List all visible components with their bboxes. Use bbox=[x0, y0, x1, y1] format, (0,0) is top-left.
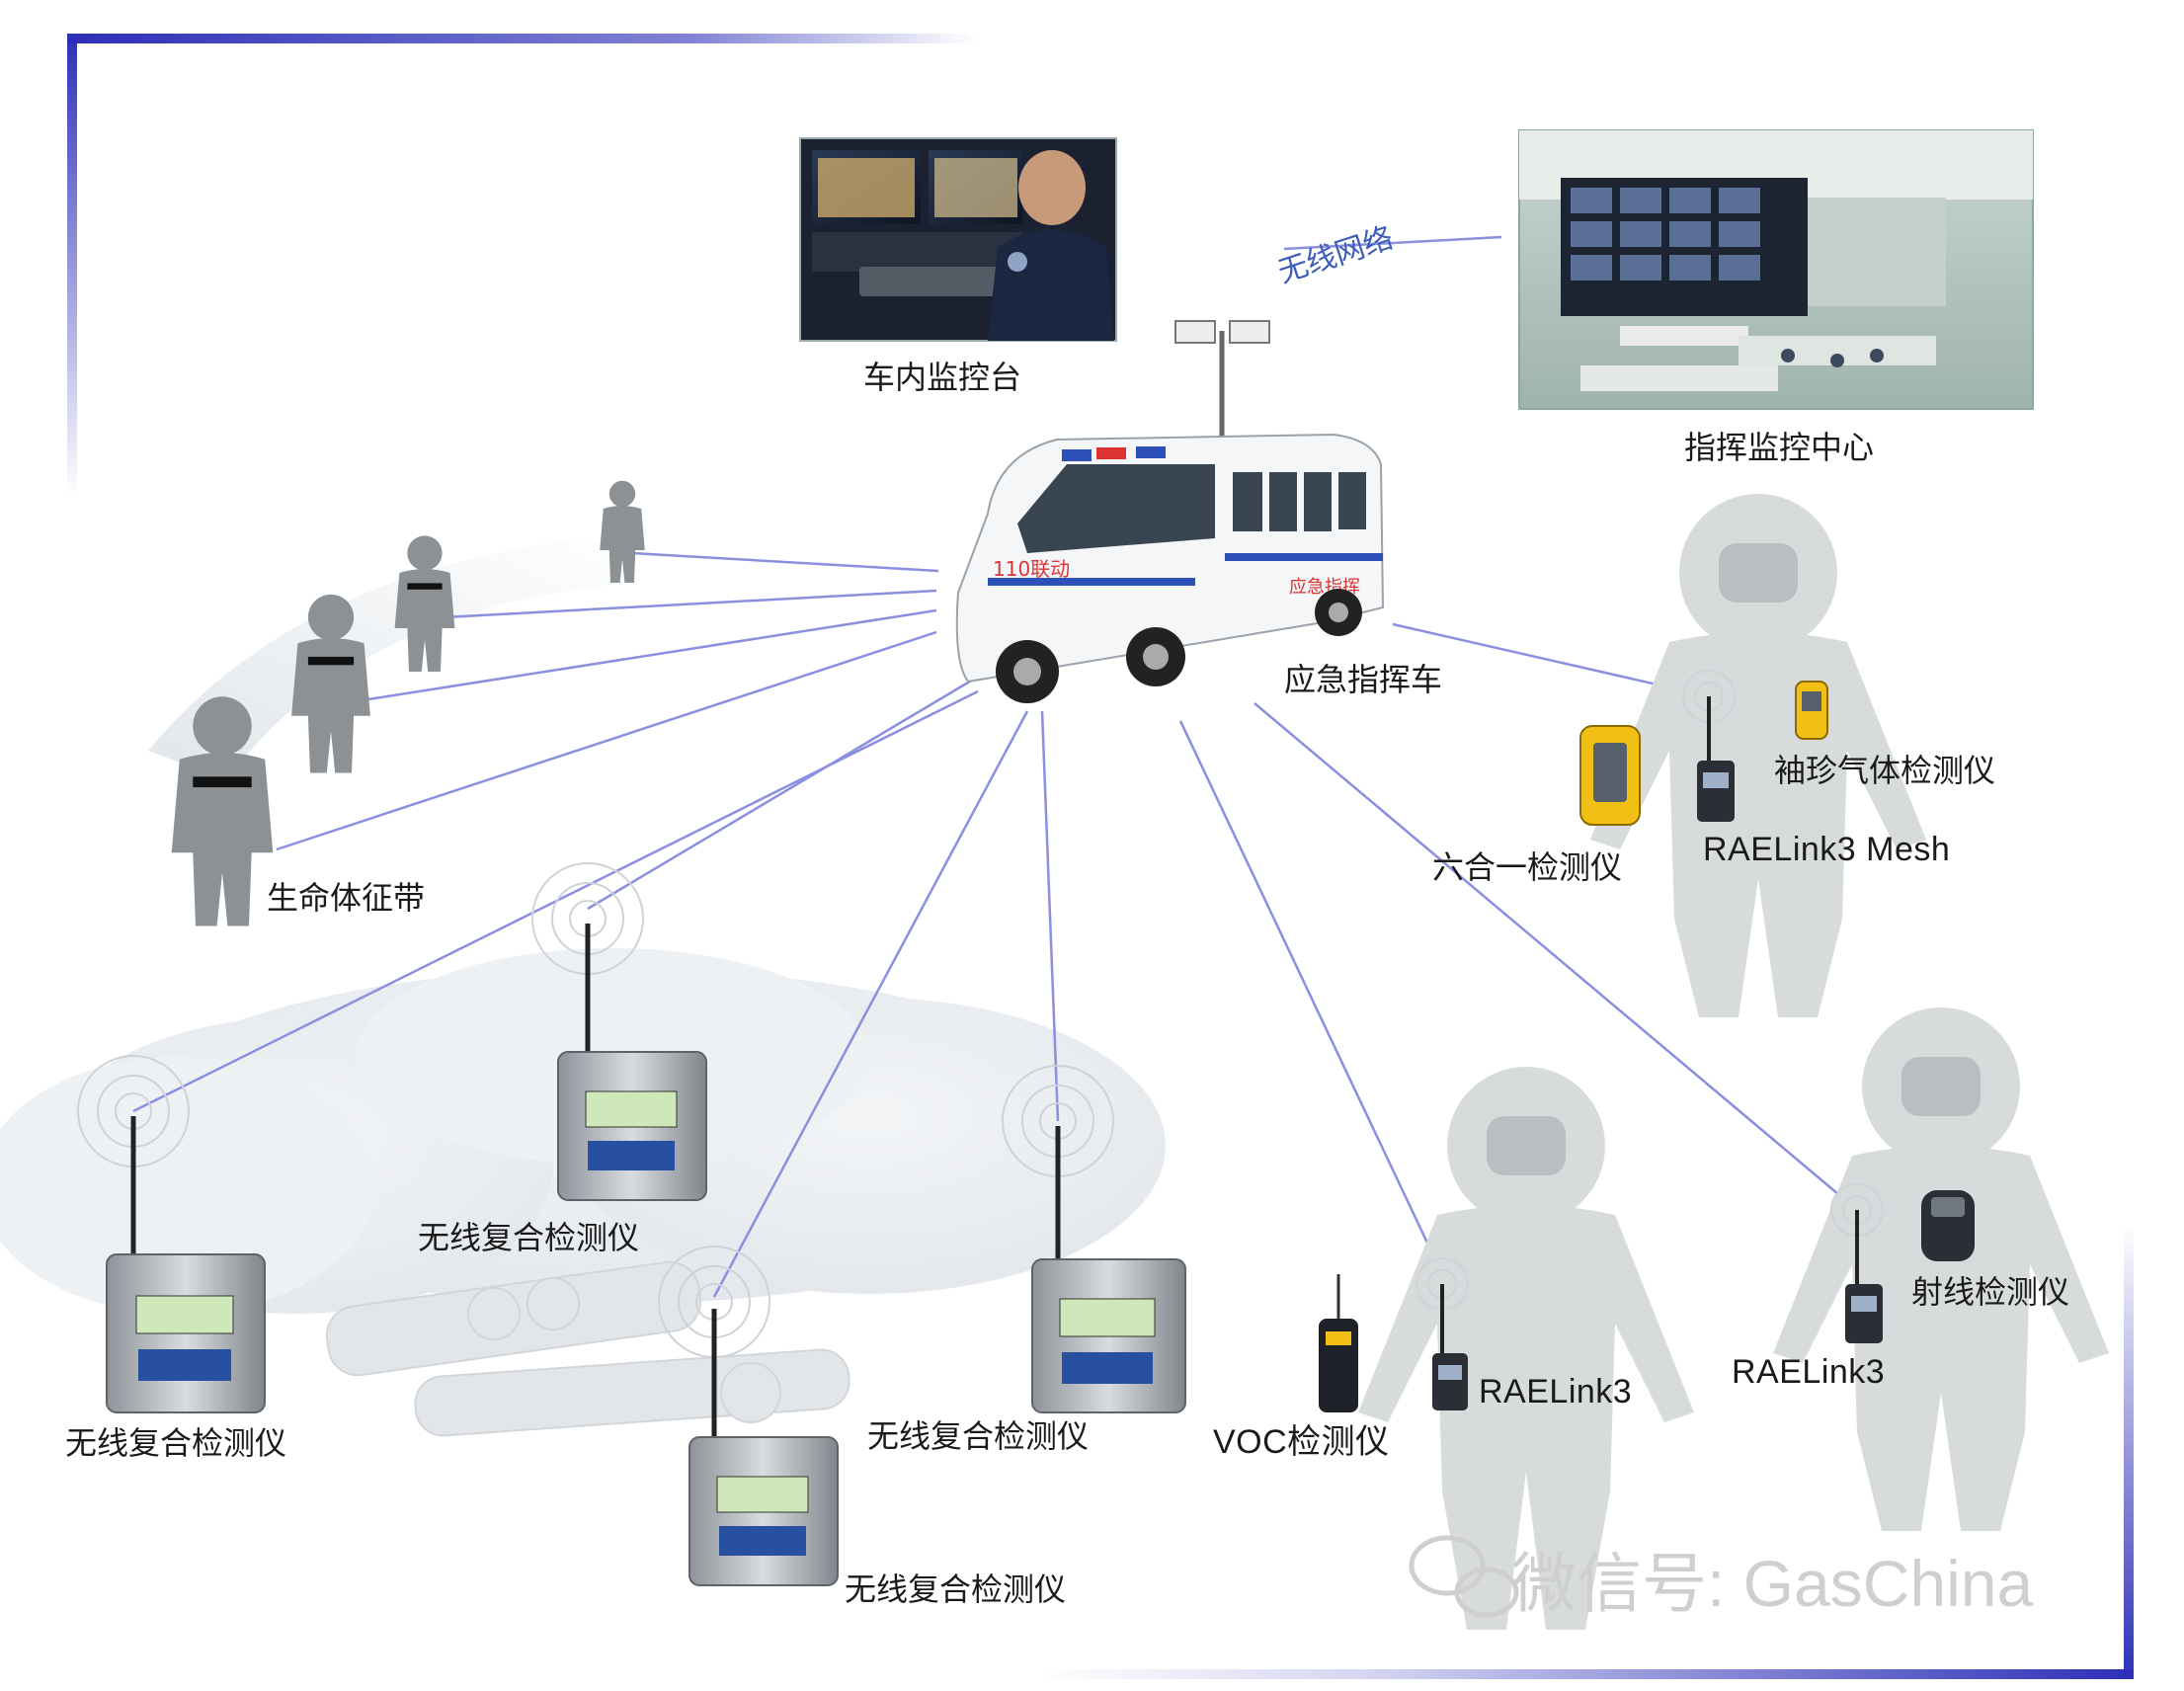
vehicle-console-image bbox=[799, 137, 1117, 342]
radiation-device bbox=[1921, 1190, 1975, 1261]
label-command-center: 指挥监控中心 bbox=[1684, 429, 1875, 466]
command-center-image bbox=[1518, 129, 2034, 410]
raelink3-mesh-device bbox=[1697, 696, 1735, 822]
label-raelink3-mesh: RAELink3 Mesh bbox=[1703, 831, 1951, 868]
label-emergency-vehicle: 应急指挥车 bbox=[1284, 661, 1443, 698]
label-wireless-detector-4: 无线复合检测仪 bbox=[845, 1570, 1067, 1608]
label-vital-signs-belt: 生命体征带 bbox=[267, 879, 426, 917]
watermark-text: 微信号: GasChina bbox=[1511, 1547, 2034, 1620]
wechat-icon bbox=[1409, 1535, 1519, 1618]
label-six-in-one-detector: 六合一检测仪 bbox=[1432, 848, 1623, 886]
raelink3-device-b bbox=[1845, 1210, 1883, 1343]
label-raelink3-a: RAELink3 bbox=[1479, 1373, 1633, 1410]
label-wireless-detector-3: 无线复合检测仪 bbox=[867, 1417, 1090, 1455]
raelink3-device-a bbox=[1432, 1284, 1468, 1410]
handheld-devices bbox=[1319, 681, 1975, 1412]
personnel-silhouettes bbox=[171, 480, 645, 926]
vehicle-door-text: 110联动 bbox=[993, 557, 1070, 581]
cloud-background bbox=[0, 948, 1166, 1314]
border-frame bbox=[67, 34, 2134, 1679]
mini-gas-device bbox=[1795, 681, 1828, 740]
label-radiation-detector: 射线检测仪 bbox=[1911, 1273, 2070, 1311]
label-vehicle-console: 车内监控台 bbox=[863, 359, 1022, 396]
command-vehicle: 110联动 应急指挥 bbox=[955, 320, 1385, 703]
label-raelink3-b: RAELink3 bbox=[1732, 1353, 1886, 1391]
label-wireless-detector-2: 无线复合检测仪 bbox=[65, 1424, 287, 1462]
six-in-one-device bbox=[1579, 725, 1641, 826]
label-wireless-detector-1: 无线复合检测仪 bbox=[418, 1219, 640, 1256]
wireless-multigas-monitors bbox=[106, 924, 1186, 1586]
label-voc-detector: VOC检测仪 bbox=[1213, 1423, 1390, 1461]
protective-suits bbox=[1358, 494, 2109, 1630]
voc-device bbox=[1319, 1274, 1358, 1412]
label-mini-gas-detector: 袖珍气体检测仪 bbox=[1774, 752, 1996, 789]
walking-trail bbox=[148, 533, 632, 780]
